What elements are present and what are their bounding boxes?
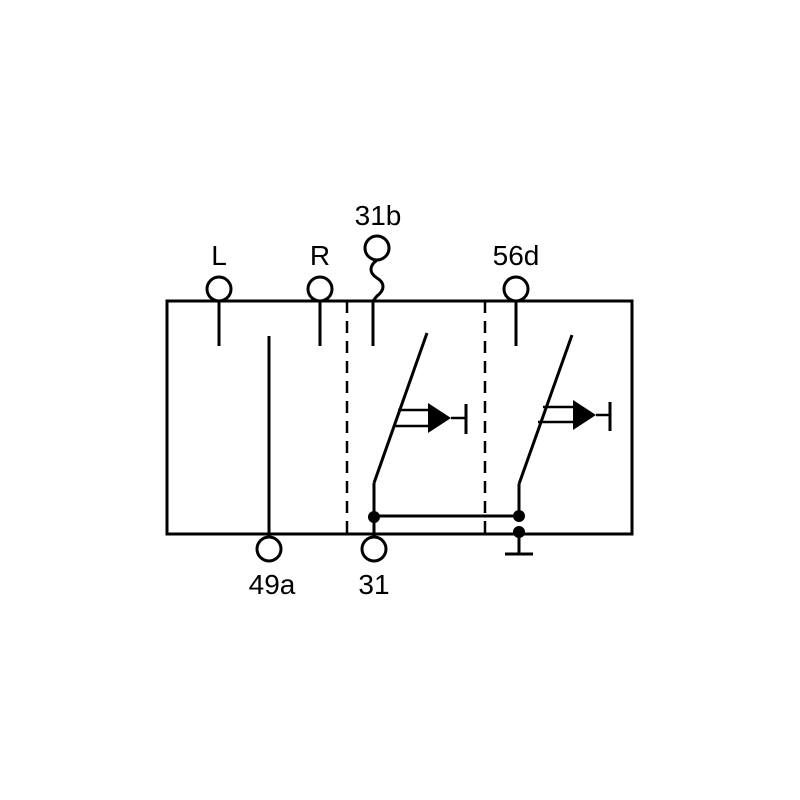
terminal-r: R: [306, 240, 334, 346]
junction-dot: [368, 511, 380, 523]
terminal-l-label: L: [211, 240, 227, 271]
ground-icon: [505, 532, 533, 556]
terminal-l: L: [205, 240, 233, 346]
terminal-31b: 31b: [355, 200, 402, 346]
terminal-31: 31: [358, 518, 390, 600]
terminal-49a-label: 49a: [249, 569, 296, 600]
actuator-arrow-left: [393, 403, 468, 434]
terminal-56d-label: 56d: [493, 240, 540, 271]
terminal-49a: 49a: [249, 336, 296, 600]
terminal-31-label: 31: [358, 569, 389, 600]
junction-dot: [513, 510, 525, 522]
switch-housing: [165, 299, 634, 536]
actuator-arrow-right: [538, 400, 612, 431]
switch-contact-right: [517, 334, 574, 516]
terminal-56d: 56d: [493, 240, 540, 346]
terminal-r-label: R: [310, 240, 330, 271]
terminal-31b-label: 31b: [355, 200, 402, 231]
